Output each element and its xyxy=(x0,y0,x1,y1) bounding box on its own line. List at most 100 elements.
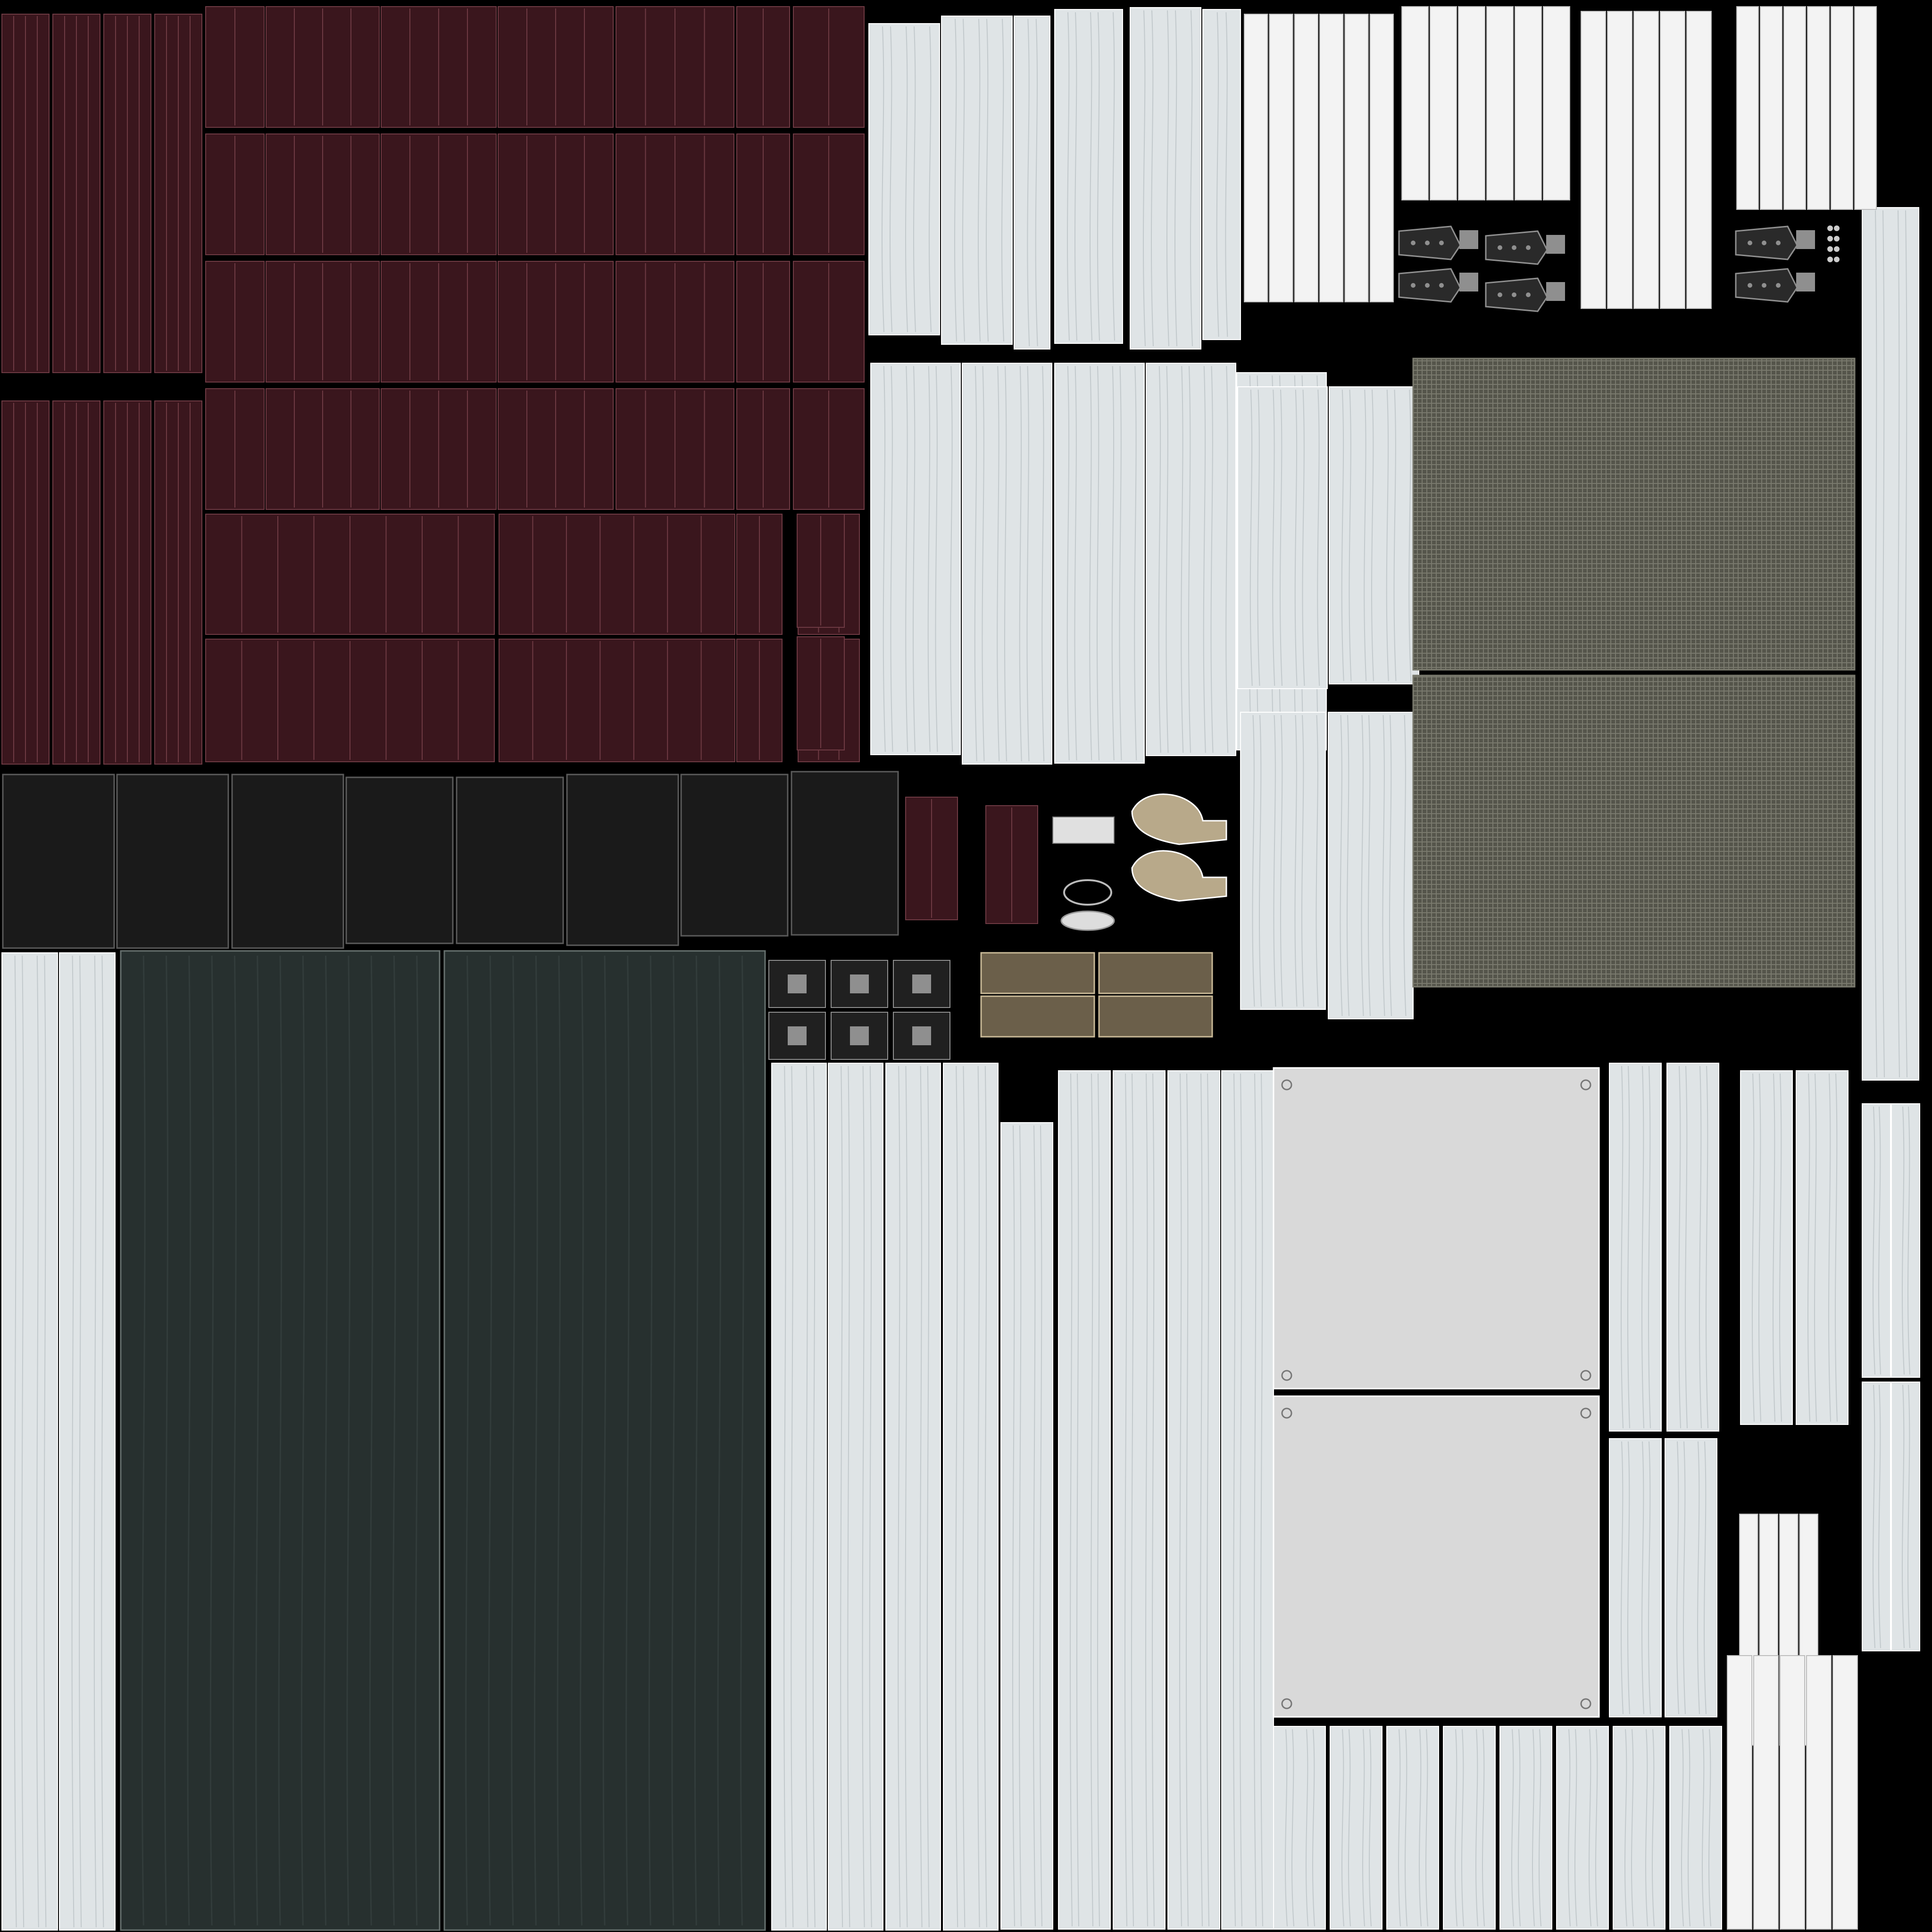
wood-grain-line xyxy=(1386,389,1389,682)
white-wood-plank-short xyxy=(1499,1726,1552,1930)
wood-grain-line xyxy=(1012,1125,1015,1927)
wood-grain-line xyxy=(1239,1073,1242,1927)
screw-icon xyxy=(1748,283,1752,288)
wood-grain-line xyxy=(889,26,892,333)
maroon-plank-island xyxy=(985,805,1038,924)
wood-grain-line xyxy=(869,1066,872,1928)
screw-icon xyxy=(1281,1407,1292,1419)
screw-icon xyxy=(1498,292,1502,297)
white-wood-plank-short xyxy=(1386,1726,1439,1930)
wood-grain-line xyxy=(982,366,985,762)
wood-grain-line xyxy=(1206,1073,1209,1927)
hinge-knuckle xyxy=(1459,230,1478,249)
wood-grain-line xyxy=(1067,12,1070,341)
white-solid-strip xyxy=(1458,6,1485,200)
white-wood-plank-right xyxy=(1740,1070,1793,1425)
screw-icon xyxy=(1834,236,1840,242)
maroon-plank-island xyxy=(499,514,735,635)
maroon-plank-island xyxy=(205,514,495,635)
maroon-plank-island xyxy=(793,133,865,255)
white-solid-strip xyxy=(1831,6,1853,210)
wood-grain-line xyxy=(1361,715,1364,1016)
white-solid-strip xyxy=(1294,14,1319,302)
white-wood-plank-right xyxy=(1609,1438,1662,1717)
wood-grain-line xyxy=(1294,389,1298,686)
white-wood-face xyxy=(1443,1726,1496,1930)
wood-grain-line xyxy=(1185,1073,1189,1927)
white-wood-face xyxy=(1796,1070,1849,1425)
white-wood-trim xyxy=(1891,1382,1920,1651)
white-wood-face xyxy=(1891,1103,1920,1378)
handle-icon xyxy=(1131,793,1227,845)
maroon-plank-island xyxy=(793,6,865,128)
wood-grain-line xyxy=(1627,1066,1630,1429)
white-solid-strip xyxy=(1736,6,1759,210)
hinge-sprite-knuckle xyxy=(912,974,931,993)
white-solid-strip xyxy=(1369,14,1394,302)
wood-grain-line xyxy=(1033,1125,1036,1927)
wood-grain-line xyxy=(1595,1729,1598,1927)
wood-grain-line xyxy=(1199,1073,1203,1927)
wood-grain-line xyxy=(1682,1441,1686,1715)
white-solid-strip xyxy=(1581,11,1606,309)
screw-icon xyxy=(1762,283,1766,288)
white-solid-strip-island xyxy=(1581,11,1712,309)
wood-grain-line xyxy=(1131,1073,1134,1927)
tan-box-panel xyxy=(980,995,1095,1038)
hinge-icon xyxy=(893,1012,950,1060)
white-solid-strip xyxy=(1807,6,1830,210)
wood-grain-line xyxy=(1258,715,1262,1007)
screw-icon xyxy=(1580,1079,1591,1091)
white-solid-strip xyxy=(1319,14,1344,302)
wood-grain-line xyxy=(1203,366,1206,753)
wood-grain-line xyxy=(1284,1729,1288,1927)
wood-grain-line xyxy=(71,955,75,1928)
wood-grain-line xyxy=(101,955,104,1928)
wood-grain-line xyxy=(1751,1073,1755,1422)
screw-icon xyxy=(1281,1698,1292,1709)
hinge-icon xyxy=(1735,225,1815,260)
hinge-sprite-knuckle xyxy=(912,1026,931,1045)
screw-icon xyxy=(1512,292,1516,297)
white-wood-plank-right xyxy=(1796,1070,1849,1425)
screw-icon xyxy=(1411,241,1416,245)
wood-grain-line xyxy=(1232,1073,1236,1927)
screw-icon xyxy=(1526,292,1531,297)
dark-wood-grain xyxy=(488,955,492,1926)
wood-grain-line xyxy=(1403,715,1407,1016)
wood-grain-line xyxy=(1253,1073,1257,1927)
wood-grain-line xyxy=(1588,1729,1591,1927)
white-wood-plank-bottom xyxy=(1221,1070,1274,1930)
small-part-strip xyxy=(1052,816,1115,844)
handle-icon xyxy=(1131,850,1227,902)
wood-grain-line xyxy=(1301,715,1304,1007)
black-panel-island xyxy=(2,774,115,949)
wood-grain-line xyxy=(1404,1729,1407,1927)
wood-grain-line xyxy=(1143,10,1146,347)
wood-grain-line xyxy=(36,955,39,1928)
wood-grain-line xyxy=(1210,366,1214,753)
wood-grain-line xyxy=(1291,1729,1294,1927)
black-panel-island xyxy=(116,774,229,949)
white-solid-strip xyxy=(1344,14,1369,302)
black-panel-island xyxy=(566,774,679,946)
screw-icon xyxy=(1498,245,1502,250)
maroon-plank-island xyxy=(52,400,100,765)
wood-grain-line xyxy=(977,1066,980,1928)
wood-grain-line xyxy=(1066,366,1070,761)
dark-wood-grain xyxy=(740,955,744,1926)
dark-wood-grain xyxy=(392,955,396,1926)
wood-grain-line xyxy=(1225,12,1228,337)
dark-wood-grain xyxy=(369,955,374,1926)
wood-grain-line xyxy=(1641,1441,1644,1715)
wood-grain-line xyxy=(954,18,957,342)
white-wood-plank-short xyxy=(1669,1726,1722,1930)
white-wood-plank-bottom xyxy=(1000,1122,1053,1930)
black-panel-island xyxy=(231,774,344,949)
wood-grain-line xyxy=(1897,210,1900,1078)
maroon-plank-island xyxy=(498,133,614,255)
maroon-plank-island xyxy=(736,133,790,255)
maroon-plank-island xyxy=(1,400,50,765)
wood-grain-line xyxy=(1678,1066,1681,1429)
white-wood-plank-right xyxy=(1665,1438,1717,1717)
